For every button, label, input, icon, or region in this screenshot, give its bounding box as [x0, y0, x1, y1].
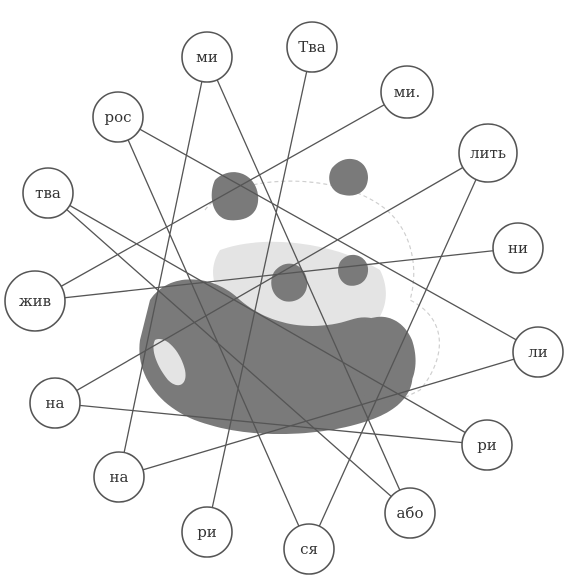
syllable-node-label: на — [110, 468, 129, 486]
syllable-node: ми — [182, 32, 232, 82]
syllable-node: рос — [93, 92, 143, 142]
syllable-node: Тва — [287, 22, 337, 72]
syllable-node-label: або — [396, 504, 423, 522]
syllable-node-label: тва — [35, 184, 61, 202]
syllable-node-label: ли — [528, 343, 548, 361]
bear-right-ear-patch — [329, 159, 368, 196]
syllable-node: на — [30, 378, 80, 428]
syllable-node-label: жив — [19, 292, 51, 310]
syllable-node-label: Тва — [298, 38, 325, 56]
syllable-node: тва — [23, 168, 73, 218]
syllable-node-label: ни — [508, 239, 528, 257]
syllable-node-label: ри — [197, 523, 217, 541]
syllable-node: жив — [5, 271, 65, 331]
syllable-node-label: ся — [300, 540, 318, 558]
syllable-node: ли — [513, 327, 563, 377]
syllable-node: або — [385, 488, 435, 538]
syllable-node-label: ми — [196, 48, 218, 66]
syllable-node-label: рос — [104, 108, 131, 126]
syllable-node-label: на — [46, 394, 65, 412]
syllable-node: ри — [462, 420, 512, 470]
syllable-node-label: лить — [470, 144, 506, 162]
bear-right-eye-patch — [338, 255, 368, 286]
syllable-node: ми. — [381, 66, 433, 118]
syllable-node: ни — [493, 223, 543, 273]
syllable-node-label: ри — [477, 436, 497, 454]
syllable-node: ся — [284, 524, 334, 574]
bear-illustration — [139, 159, 439, 434]
syllable-node: ри — [182, 507, 232, 557]
syllable-node-label: ми. — [394, 83, 420, 101]
syllable-node: на — [94, 452, 144, 502]
syllable-node: лить — [459, 124, 517, 182]
